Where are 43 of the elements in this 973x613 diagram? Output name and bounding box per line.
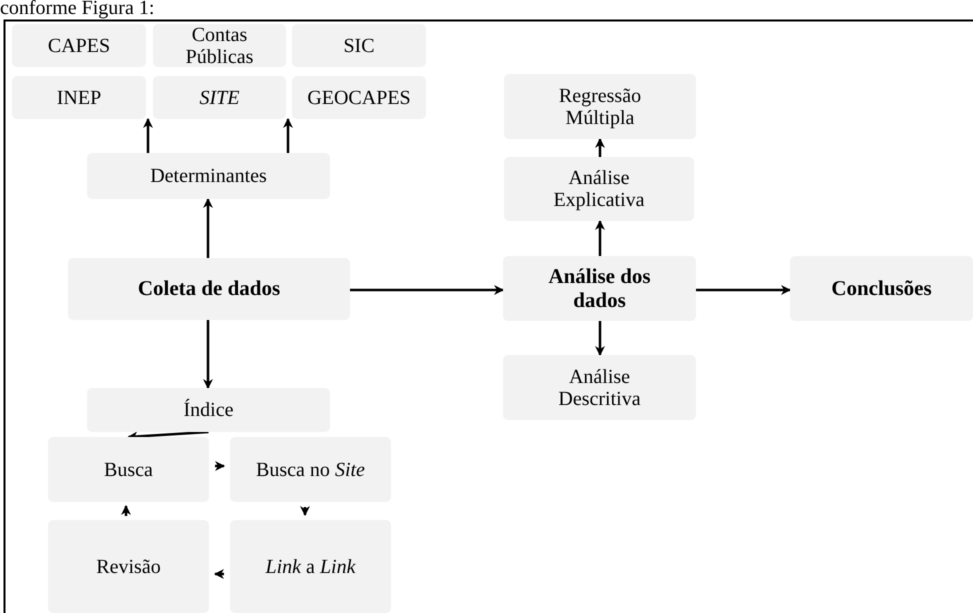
process-box [68,258,350,320]
process-box [504,157,694,221]
arrow [595,220,605,256]
node-label: CAPES [48,34,110,56]
arrow [283,118,293,153]
arrow [595,138,605,157]
arrow [300,506,310,516]
node-label: INEP [56,86,102,108]
node-label: GEOCAPES [307,86,411,108]
node-label: Análise Explicativa [552,167,646,211]
process-box [87,388,330,432]
node-label: Contas Públicas [184,24,254,68]
node-label: Regressão Múltipla [558,84,642,128]
arrow [203,320,213,389]
process-box [87,153,330,199]
node-label: Determinantes [150,165,267,187]
node-label: Índice [184,399,234,421]
arrow [203,198,213,258]
arrow [696,285,791,295]
arrow [214,569,224,579]
node-label: Link a Link [265,556,356,578]
arrow [215,461,225,471]
process-box [503,256,696,321]
process-box [153,76,286,119]
node-label: SIC [343,34,375,56]
process-box [503,355,696,420]
arrow [121,505,131,516]
arrow [350,285,504,295]
node-label: SITE [200,86,240,108]
node-label: Análise dos dados [547,265,652,312]
process-box [790,256,973,321]
process-box [48,437,209,502]
process-box [12,76,146,119]
node-label: Coleta de dados [138,277,280,301]
caption-text: conforme Figura 1: [0,0,154,20]
node-label: Revisão [96,556,161,578]
node-label: Conclusões [831,276,932,300]
arrow [595,321,605,356]
process-box [504,74,696,139]
arrow [143,118,153,153]
node-label: Busca no Site [256,458,365,480]
node-label: Análise Descritiva [557,366,642,410]
node-label: Busca [104,458,153,480]
